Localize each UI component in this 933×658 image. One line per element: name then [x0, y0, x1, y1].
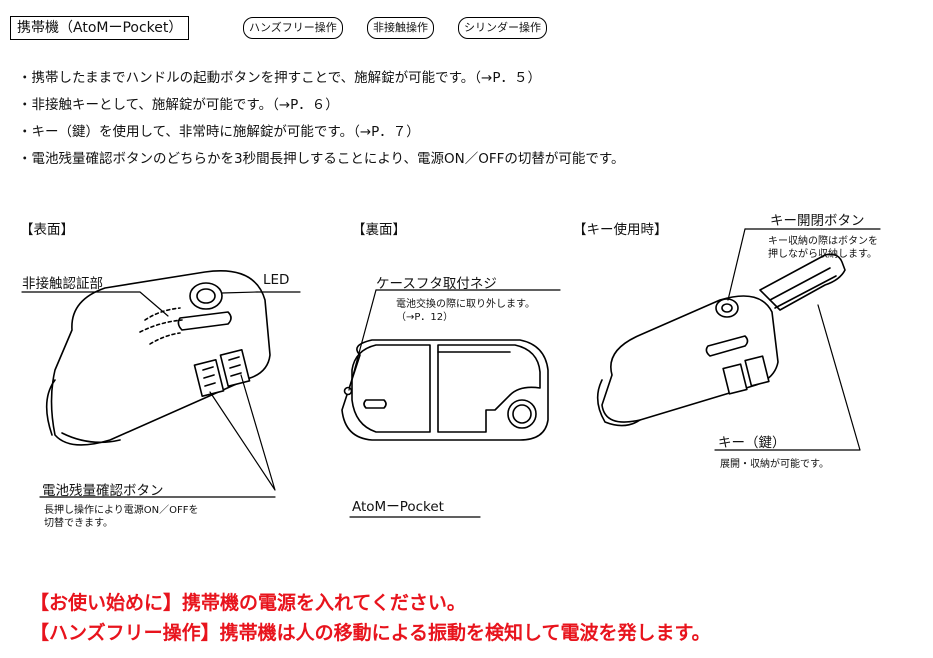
- back-device-drawing: [341, 339, 549, 441]
- back-leader-lines: [348, 289, 561, 518]
- label-led: LED: [263, 272, 290, 288]
- battery-note: 切替できます。: [44, 518, 113, 529]
- bullet-item: ・非接触キーとして、施解錠が可能です。（→P．６）: [18, 97, 339, 113]
- key-leader-lines: [714, 228, 881, 451]
- notice-handsfree: 【ハンズフリー操作】携帯機は人の移動による振動を検知して電波を発します。: [30, 622, 711, 644]
- key-note: 展開・収納が可能です。: [720, 459, 829, 470]
- label-battery-button: 電池残量確認ボタン: [42, 483, 164, 499]
- tag-contactless: 非接触操作: [367, 17, 434, 39]
- label-key-button: キー開閉ボタン: [770, 213, 865, 229]
- front-leader-lines: [21, 291, 301, 498]
- key-button-note: 押しながら収納します。: [768, 249, 877, 260]
- tag-cylinder: シリンダー操作: [458, 17, 547, 39]
- bullet-item: ・電池残量確認ボタンのどちらかを3秒間長押しすることにより、電源ON／OFFの切…: [18, 151, 625, 167]
- front-device-drawing: [45, 270, 271, 446]
- bullet-item: ・キー（鍵）を使用して、非常時に施解錠が可能です。（→P．７）: [18, 124, 420, 140]
- label-contactless: 非接触認証部: [22, 276, 103, 292]
- section-key-use: 【キー使用時】: [573, 222, 668, 238]
- key-button-note: キー収納の際はボタンを: [768, 236, 878, 247]
- notice-first-use: 【お使い始めに】携帯機の電源を入れてください。: [30, 592, 466, 614]
- model-name: AtoMーPocket: [352, 499, 444, 515]
- key-device-drawing: [596, 253, 846, 427]
- section-back: 【裏面】: [352, 222, 406, 238]
- case-screw-note: 電池交換の際に取り外します。: [396, 299, 535, 310]
- section-front: 【表面】: [20, 222, 74, 238]
- tag-handsfree: ハンズフリー操作: [243, 17, 343, 39]
- case-screw-note: （→P．12）: [396, 312, 454, 323]
- page-title: 携帯機（AtoMーPocket）: [10, 16, 190, 40]
- label-key: キー（鍵）: [718, 435, 786, 451]
- bullet-item: ・携帯したままでハンドルの起動ボタンを押すことで、施解錠が可能です。（→P．５）: [18, 70, 542, 86]
- label-case-screw: ケースフタ取付ネジ: [376, 276, 497, 292]
- battery-note: 長押し操作により電源ON／OFFを: [44, 505, 199, 516]
